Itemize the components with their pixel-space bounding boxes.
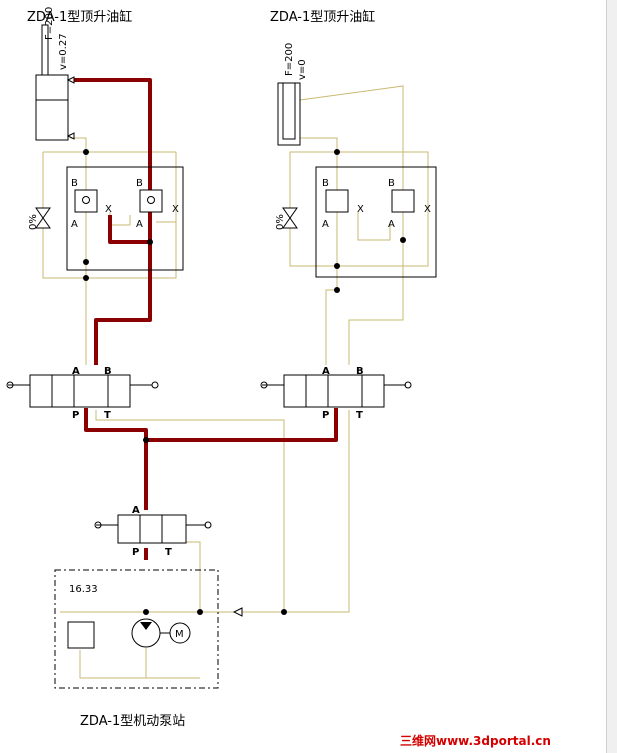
pump-valve-port-T: T: [165, 547, 172, 558]
pump-valve-port-A: A: [132, 505, 140, 516]
throttle-2-percent: 0%: [275, 214, 286, 230]
valve1-port-P: P: [72, 410, 79, 421]
scrollbar[interactable]: [606, 0, 617, 753]
block1-port-X2: X: [172, 204, 179, 215]
cylinder-2-force: F=200: [284, 43, 295, 76]
throttle-valve-2: 0%: [275, 207, 298, 230]
block2-port-X1: X: [357, 204, 364, 215]
cylinder-2-title: ZDA-1型顶升油缸: [270, 9, 375, 25]
cylinder-2: F=200 v=0: [277, 43, 308, 146]
throttle-1-percent: 0%: [28, 214, 39, 230]
block2-port-X2: X: [424, 204, 431, 215]
cylinder-1-title: ZDA-1型顶升油缸: [27, 9, 132, 25]
pump-directional-valve: A P T: [94, 505, 212, 558]
throttle-valve-1: 0%: [28, 207, 51, 230]
block1-port-A1: A: [71, 219, 78, 230]
directional-valve-1: A B P T: [6, 366, 159, 421]
valve1-port-B: B: [104, 366, 112, 377]
motor-label: M: [175, 629, 184, 640]
block2-port-A2: A: [388, 219, 395, 230]
pump-station-title: ZDA-1型机动泵站: [80, 714, 185, 729]
valve2-port-A: A: [322, 366, 330, 377]
watermark: 三维网www.3dportal.cn: [400, 733, 551, 748]
valve2-port-B: B: [356, 366, 364, 377]
block2-port-A1: A: [322, 219, 329, 230]
block1-port-A2: A: [136, 219, 143, 230]
block1-port-X1: X: [105, 204, 112, 215]
block2-port-B1: B: [322, 178, 329, 189]
junctions: [83, 149, 406, 615]
valve2-port-T: T: [356, 410, 363, 421]
cylinder-1: F=200 v=0.27: [35, 7, 75, 141]
check-valve-block-2: B B A A X X: [315, 166, 437, 278]
pressure-lines: [72, 78, 338, 560]
pump-station: 16.33 M: [54, 569, 243, 689]
cylinder-2-velocity: v=0: [297, 59, 308, 80]
valve1-port-A: A: [72, 366, 80, 377]
valve1-port-T: T: [104, 410, 111, 421]
directional-valve-2: A B P T: [260, 366, 412, 421]
pressure-gauge-value: 16.33: [69, 584, 98, 595]
cylinder-1-force: F=200: [44, 7, 55, 40]
cylinder-1-velocity: v=0.27: [58, 33, 69, 70]
block1-port-B1: B: [71, 178, 78, 189]
block1-port-B2: B: [136, 178, 143, 189]
block2-port-B2: B: [388, 178, 395, 189]
valve2-port-P: P: [322, 410, 329, 421]
check-valve-block-1: B B A A X X: [66, 166, 184, 271]
pump-valve-port-P: P: [132, 547, 139, 558]
